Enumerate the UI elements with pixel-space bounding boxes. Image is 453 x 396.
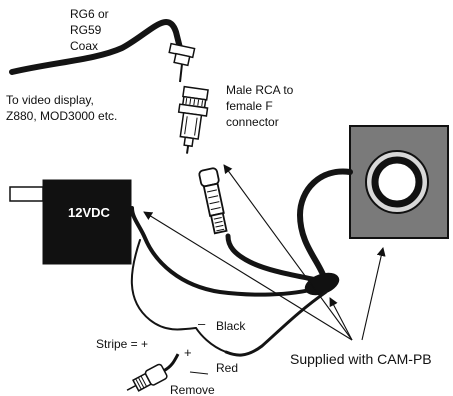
power-lead: [130, 206, 320, 297]
camera-icon: [349, 125, 449, 239]
adapter-label-line1: Male RCA to: [226, 83, 294, 97]
dc-plug-icon: [126, 353, 180, 392]
coax-label-line1: RG6 or: [70, 7, 109, 21]
minus-label: –: [198, 316, 206, 331]
camera-cable: [297, 168, 353, 283]
remove-label: Remove: [170, 383, 215, 396]
power-supply-label: 12VDC: [68, 205, 111, 220]
arrow-to-junction: [329, 297, 353, 341]
red-wire: [195, 327, 227, 353]
f-connector-icon: [168, 42, 196, 83]
cable-junction: [304, 272, 340, 296]
coax-label-line3: Coax: [70, 39, 98, 53]
arrow-to-adapter: [143, 211, 353, 341]
black-label: Black: [216, 319, 246, 333]
display-label-line1: To video display,: [6, 93, 94, 107]
stripe-label: Stripe = +: [96, 337, 148, 351]
supplied-label: Supplied with CAM-PB: [290, 351, 432, 367]
rca-adapter-icon: [177, 85, 209, 154]
power-adapter-icon: [9, 179, 132, 265]
display-label-line2: Z880, MOD3000 etc.: [6, 109, 117, 123]
rca-plug-icon: [198, 167, 228, 235]
arrow-to-plug: [223, 164, 353, 341]
coax-cable: [9, 19, 184, 75]
video-lead: [225, 233, 329, 285]
adapter-label-line3: connector: [226, 115, 279, 129]
arrow-to-camera: [361, 247, 386, 341]
power-lead-lower: [224, 290, 328, 357]
plus-label: +: [184, 345, 192, 360]
red-label: Red: [216, 361, 238, 375]
adapter-label-line2: female F: [226, 99, 273, 113]
pointer-to-plug-remove: [189, 371, 209, 375]
coax-label-line2: RG59: [70, 23, 102, 37]
black-wire: [130, 239, 197, 331]
